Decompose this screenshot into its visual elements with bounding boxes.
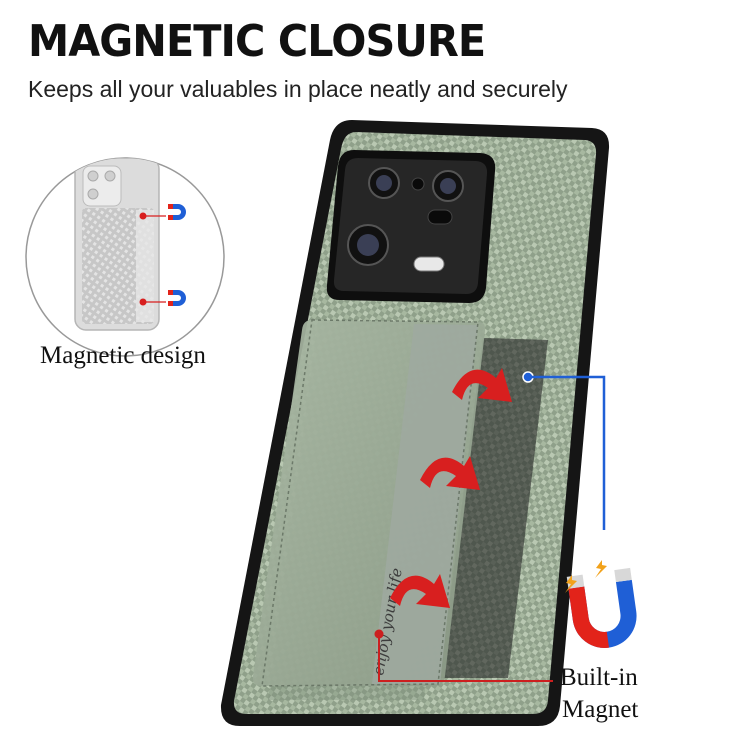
magnetic-design-caption: Magnetic design — [40, 342, 206, 369]
spark-icon — [565, 575, 577, 593]
flash-icon — [413, 256, 445, 272]
phone-case: enjoy your life — [220, 120, 610, 726]
built-in-caption-line2: Magnet — [562, 696, 639, 723]
pull-arrow-icon — [390, 368, 512, 608]
page-title: MAGNETIC CLOSURE — [28, 16, 486, 67]
horseshoe-magnet-icon — [566, 567, 637, 648]
magnet-pointer-line — [522, 371, 606, 530]
page-subtitle: Keeps all your valuables in place neatly… — [28, 76, 568, 102]
built-in-caption-line1: Built-in — [560, 664, 638, 691]
mini-magnet-icon — [168, 204, 186, 220]
spark-icon — [595, 560, 607, 578]
magnetic-design-inset — [25, 157, 225, 357]
mini-magnet-icon — [168, 290, 186, 306]
built-in-pointer-line — [374, 629, 553, 682]
camera-module — [326, 150, 496, 303]
